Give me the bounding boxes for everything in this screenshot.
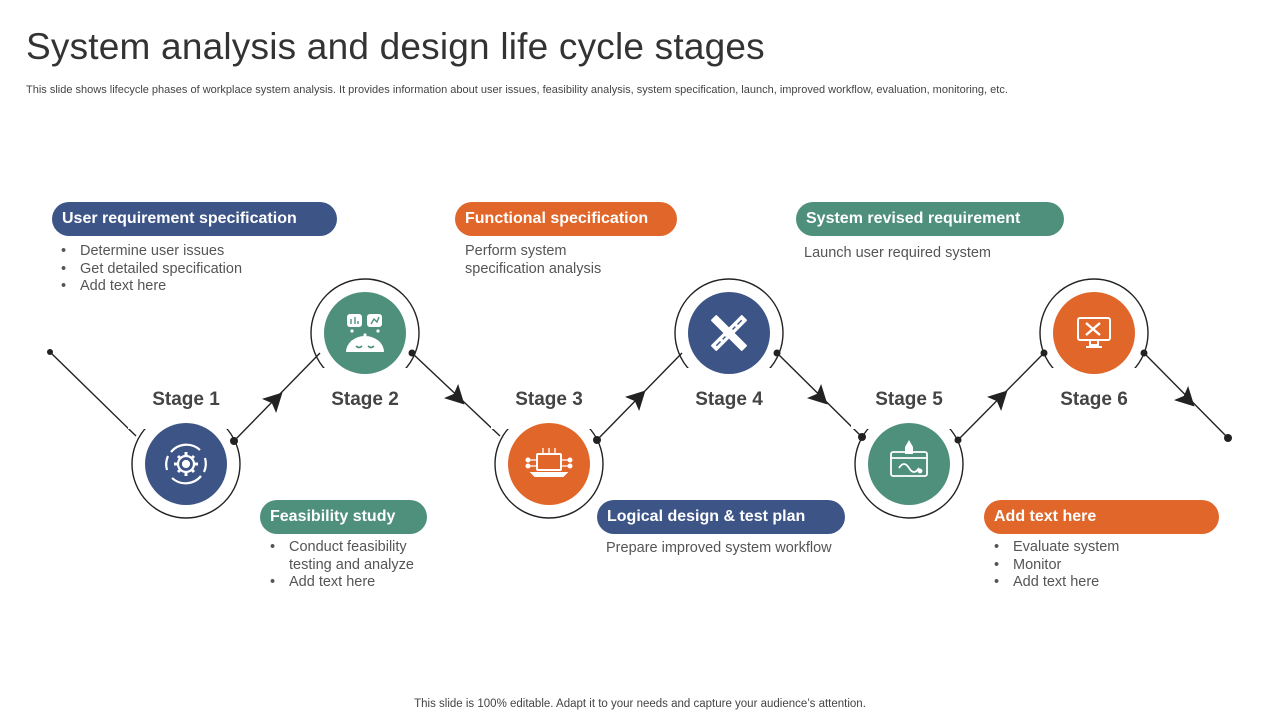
stage-2-circle: [324, 292, 406, 374]
slide-subtitle: This slide shows lifecycle phases of wor…: [26, 84, 1008, 96]
path-dot: [1140, 349, 1148, 357]
stage-2-label: Stage 2: [331, 389, 399, 410]
stage-6-label: Stage 6: [1060, 389, 1128, 410]
stage-5-circle: [868, 423, 950, 505]
user-ideas-icon: [346, 314, 384, 352]
card-1-description: Determine user issues Get detailed speci…: [61, 243, 321, 296]
card-2-bullet: Conduct feasibility testing and analyze: [270, 539, 450, 574]
ring-gap-6: [1036, 368, 1152, 390]
stage-3-circle: [508, 423, 590, 505]
ruler-pencil-icon: [711, 315, 747, 351]
card-2-bullet: Add text here: [270, 574, 450, 592]
arrow-up-right-icon: [986, 390, 1008, 412]
ring-gap-3: [491, 407, 607, 429]
path-arrows: [261, 383, 1195, 414]
stage-1-circle: [145, 423, 227, 505]
card-1-bullet: Determine user issues: [61, 243, 321, 261]
slide-footer: This slide is 100% editable. Adapt it to…: [414, 698, 866, 710]
path-dot: [230, 437, 238, 445]
stage-4-label: Stage 4: [695, 389, 763, 410]
stage-3-label: Stage 3: [515, 389, 583, 410]
laptop-network-icon: [525, 448, 573, 477]
card-6-title: Add text here: [984, 500, 1219, 534]
ring-gap-5: [851, 407, 967, 429]
arrow-down-right-icon: [1173, 385, 1195, 407]
card-5-description: Launch user required system: [804, 245, 991, 261]
end-dot: [1224, 434, 1232, 442]
card-3-title: Functional specification: [455, 202, 677, 236]
ring-gap-2: [307, 368, 423, 390]
card-4-description: Prepare improved system workflow: [606, 540, 832, 556]
rocket-launch-board-icon: [890, 440, 928, 477]
card-6-description: Evaluate system Monitor Add text here: [994, 539, 1214, 592]
arrow-up-right-icon: [261, 392, 283, 414]
stage-1-label: Stage 1: [152, 389, 220, 410]
stage-6-circle: [1053, 292, 1135, 374]
arrow-up-right-icon: [624, 390, 646, 412]
card-6-bullet: Monitor: [994, 557, 1214, 575]
path-dot: [954, 436, 962, 444]
path-dot: [773, 349, 781, 357]
card-3-description: Perform system specification analysis: [465, 243, 602, 277]
card-1-bullet: Add text here: [61, 278, 321, 296]
card-2-description: Conduct feasibility testing and analyze …: [270, 539, 450, 592]
ring-gap-4: [671, 368, 787, 390]
card-1-title: User requirement specification: [52, 202, 337, 236]
gear-cycle-icon: [165, 443, 207, 485]
ring-gaps: [128, 368, 1152, 429]
card-2-title: Feasibility study: [260, 500, 427, 534]
arrow-down-right-icon: [443, 383, 465, 405]
card-6-bullet: Evaluate system: [994, 539, 1214, 557]
ring-gap-1: [128, 407, 244, 429]
slide-title: System analysis and design life cycle st…: [26, 26, 765, 67]
start-dot: [47, 349, 53, 355]
stage-4-circle: [688, 292, 770, 374]
card-5-title: System revised requirement: [796, 202, 1064, 236]
card-1-bullet: Get detailed specification: [61, 261, 321, 279]
card-6-bullet: Add text here: [994, 574, 1214, 592]
card-4-title: Logical design & test plan: [597, 500, 845, 534]
path-dot: [858, 433, 866, 441]
monitor-tools-icon: [1077, 317, 1111, 348]
path-dot: [408, 349, 416, 357]
path-dots: [47, 349, 1232, 445]
path-dot: [593, 436, 601, 444]
arrow-down-right-icon: [806, 383, 828, 405]
stage-5-label: Stage 5: [875, 389, 943, 410]
path-dot: [1040, 349, 1048, 357]
